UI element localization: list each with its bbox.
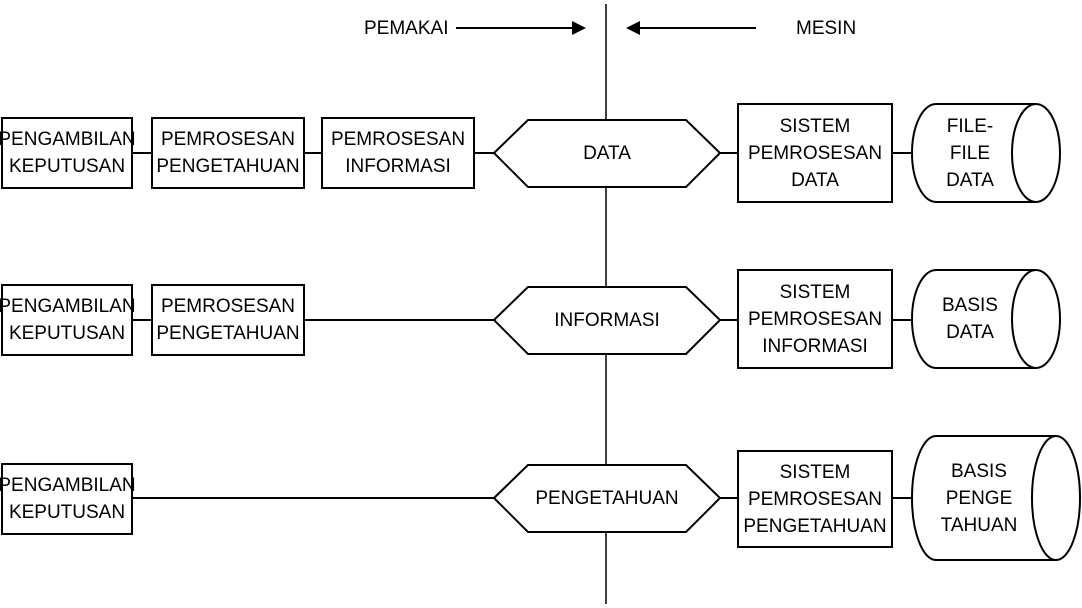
hexagon-data	[492, 119, 722, 188]
box-pemrosesan-pengetahuan-2	[151, 284, 305, 356]
label-sistem-pemrosesan-informasi: SISTEM PEMROSESAN INFORMASI	[747, 281, 883, 357]
label-pemrosesan-pengetahuan-2: PEMROSESAN PENGETAHUAN	[156, 296, 300, 344]
box-sistem-pemrosesan-informasi	[737, 269, 893, 369]
cylinder-basis-data	[911, 269, 1036, 369]
cylinder-basis-pengetahuan	[911, 435, 1056, 561]
label-basis-data: BASIS DATA	[942, 295, 998, 343]
row-2	[1, 269, 1061, 369]
box-pengambilan-keputusan-3	[1, 463, 133, 535]
cylinder-file-file-data	[911, 103, 1036, 203]
box-pengambilan-keputusan-1	[1, 117, 133, 189]
arrow-to-machine	[456, 21, 586, 35]
hexagon-pengetahuan	[492, 464, 722, 533]
label-hexagon-informasi: INFORMASI	[554, 310, 660, 331]
label-hexagon-pengetahuan: PENGETAHUAN	[535, 488, 679, 509]
label-basis-pengetahuan: BASIS PENGE TAHUAN	[940, 460, 1018, 536]
box-pengambilan-keputusan-2	[1, 284, 133, 356]
arrow-to-user	[626, 21, 756, 35]
label-pemrosesan-informasi-1: PEMROSESAN INFORMASI	[330, 129, 466, 177]
label-pengambilan-keputusan-2: PENGAMBILAN KEPUTUSAN	[0, 296, 136, 344]
label-hexagon-data: DATA	[583, 143, 631, 164]
hexagon-informasi	[492, 286, 722, 355]
header-mesin-label: MESIN	[796, 17, 857, 39]
label-pengambilan-keputusan-3: PENGAMBILAN KEPUTUSAN	[0, 475, 136, 523]
header-pemakai-label: PEMAKAI	[364, 17, 449, 39]
row-3	[1, 435, 1081, 561]
label-file-file-data: FILE- FILE DATA	[946, 115, 994, 191]
label-sistem-pemrosesan-pengetahuan: SISTEM PEMROSESAN PENGETAHUAN	[743, 461, 887, 537]
box-pemrosesan-pengetahuan-1	[151, 117, 305, 189]
box-pemrosesan-informasi-1	[321, 117, 475, 189]
label-pengambilan-keputusan-1: PENGAMBILAN KEPUTUSAN	[0, 129, 136, 177]
label-pemrosesan-pengetahuan-1: PEMROSESAN PENGETAHUAN	[156, 129, 300, 177]
box-sistem-pemrosesan-data	[737, 103, 893, 203]
label-sistem-pemrosesan-data: SISTEM PEMROSESAN DATA	[747, 115, 883, 191]
row-1	[1, 103, 1061, 203]
box-sistem-pemrosesan-pengetahuan	[737, 450, 893, 548]
